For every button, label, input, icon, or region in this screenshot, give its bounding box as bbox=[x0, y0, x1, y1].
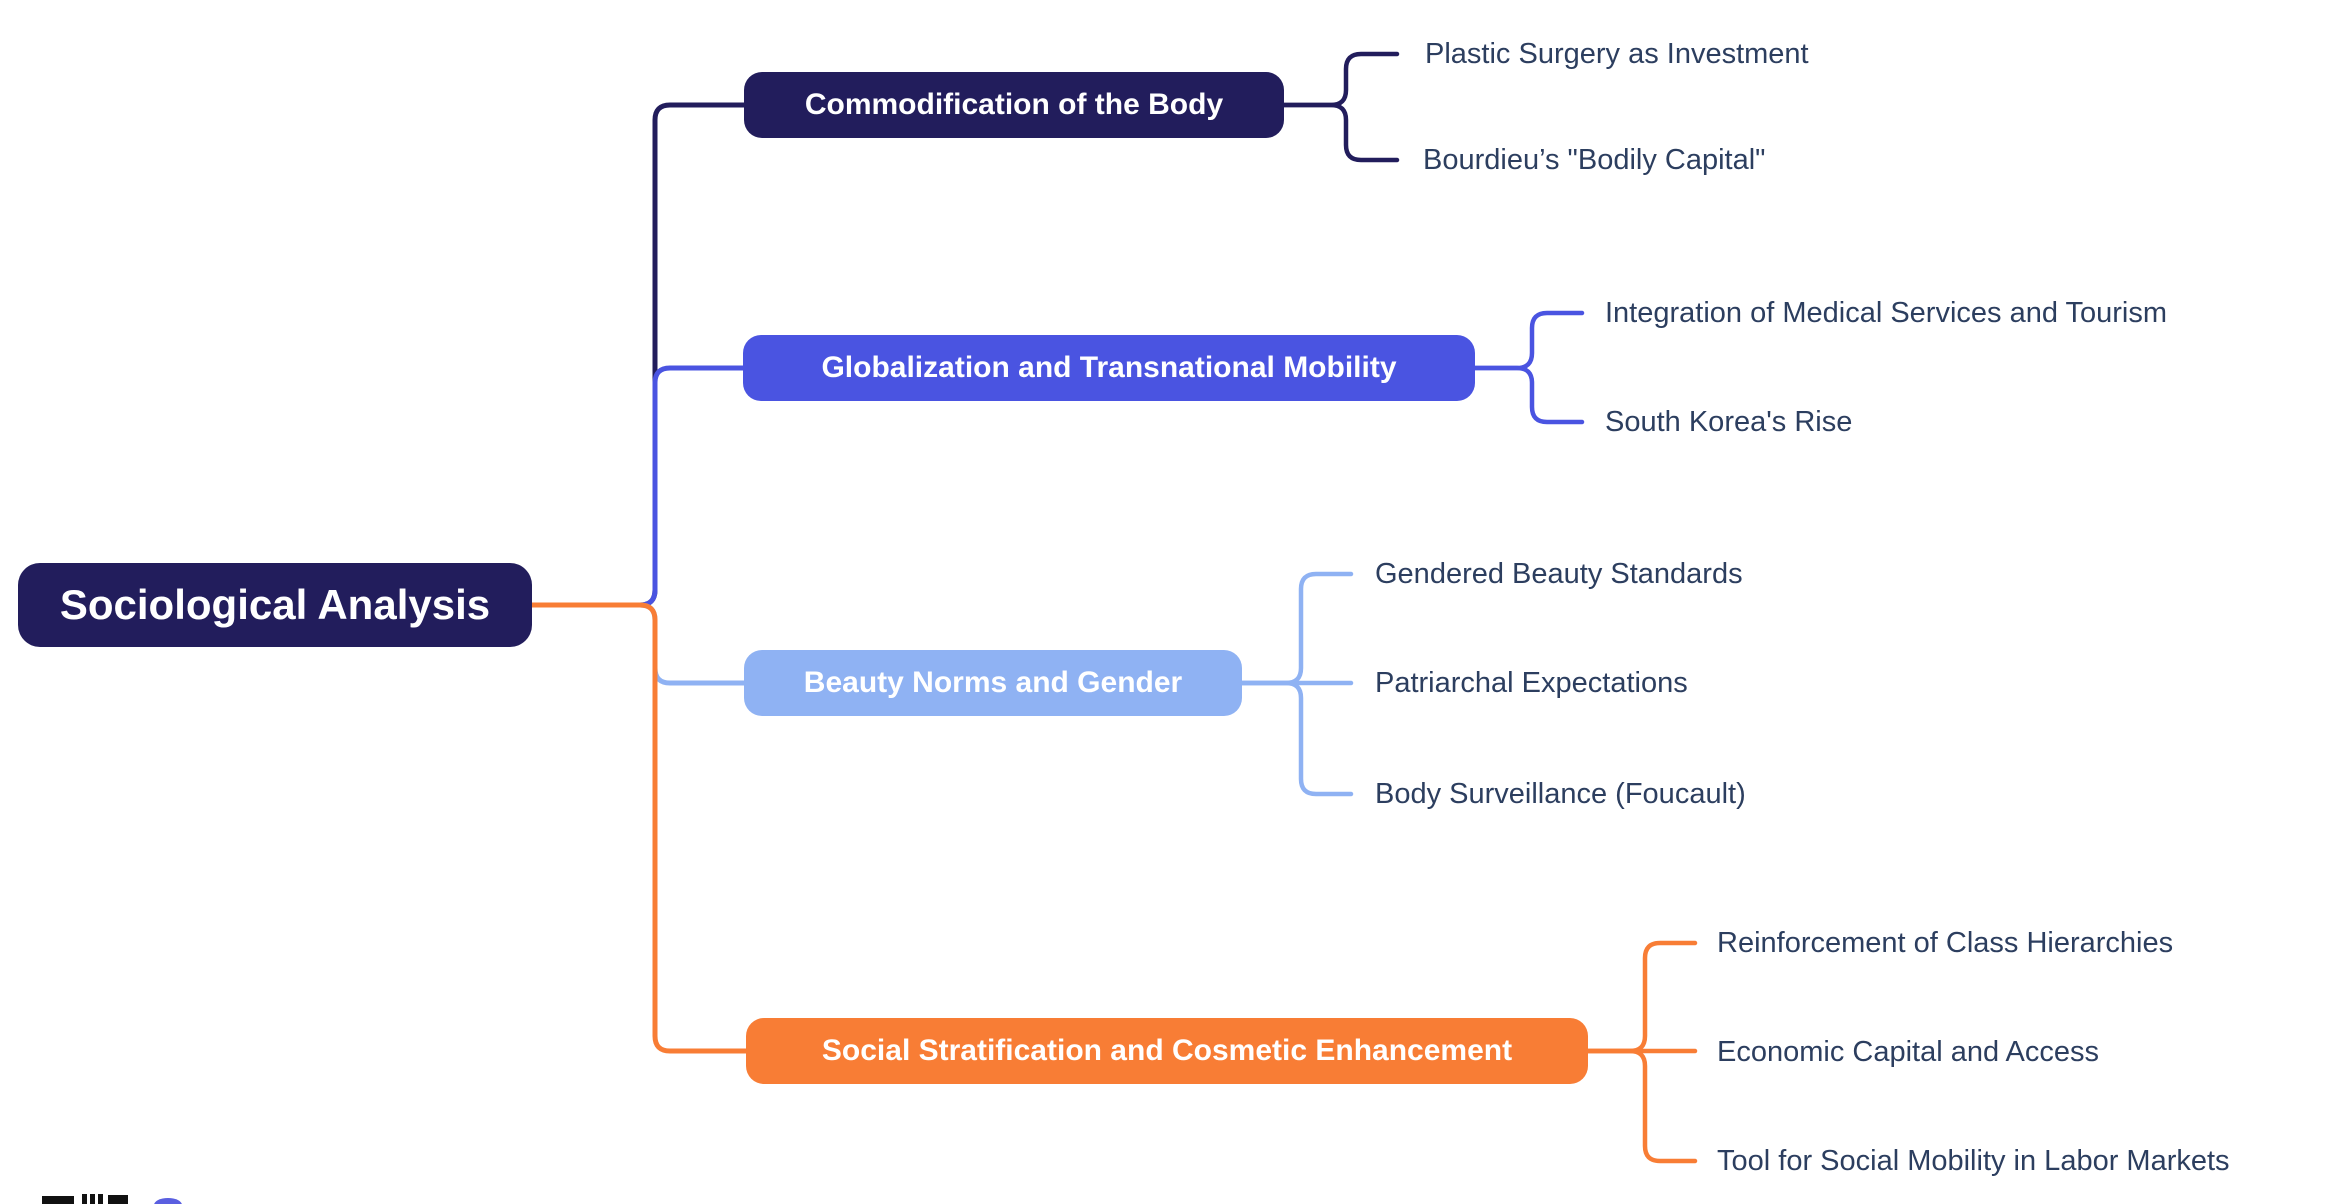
watermark-glyph-fragment bbox=[90, 1194, 95, 1204]
watermark-glyph-fragment bbox=[98, 1194, 103, 1204]
child-topic-economic-capital-and-access[interactable]: Economic Capital and Access bbox=[1717, 1036, 2100, 1068]
child-topic-bourdieus-bodily-capital[interactable]: Bourdieu’s "Bodily Capital" bbox=[1423, 144, 1766, 176]
watermark-glyph-fragment bbox=[42, 1196, 74, 1204]
branch-node-globalization-and-transnational-mobility[interactable]: Globalization and Transnational Mobility bbox=[743, 335, 1475, 401]
root-node-sociological-analysis[interactable]: Sociological Analysis bbox=[18, 563, 532, 647]
watermark-blue-dome-icon bbox=[154, 1198, 182, 1204]
branch-node-social-stratification-and-cosmetic-enhancement[interactable]: Social Stratification and Cosmetic Enhan… bbox=[746, 1018, 1588, 1084]
child-topic-tool-for-social-mobility-in-labor-markets[interactable]: Tool for Social Mobility in Labor Market… bbox=[1717, 1145, 2230, 1177]
branch-node-commodification-of-the-body[interactable]: Commodification of the Body bbox=[744, 72, 1284, 138]
child-topic-reinforcement-of-class-hierarchies[interactable]: Reinforcement of Class Hierarchies bbox=[1717, 927, 2174, 959]
child-topic-patriarchal-expectations[interactable]: Patriarchal Expectations bbox=[1375, 667, 1688, 699]
child-topic-plastic-surgery-as-investment[interactable]: Plastic Surgery as Investment bbox=[1425, 38, 1809, 70]
child-topic-gendered-beauty-standards[interactable]: Gendered Beauty Standards bbox=[1375, 558, 1743, 590]
child-topic-body-surveillance-foucault[interactable]: Body Surveillance (Foucault) bbox=[1375, 778, 1746, 810]
watermark-glyph-fragment bbox=[108, 1195, 128, 1204]
child-topic-integration-of-medical-services-and-tourism[interactable]: Integration of Medical Services and Tour… bbox=[1605, 297, 2168, 329]
watermark-logo bbox=[42, 1192, 192, 1204]
watermark-glyph-fragment bbox=[82, 1194, 87, 1204]
branch-node-beauty-norms-and-gender[interactable]: Beauty Norms and Gender bbox=[744, 650, 1242, 716]
child-topic-south-koreas-rise[interactable]: South Korea's Rise bbox=[1605, 406, 1853, 438]
